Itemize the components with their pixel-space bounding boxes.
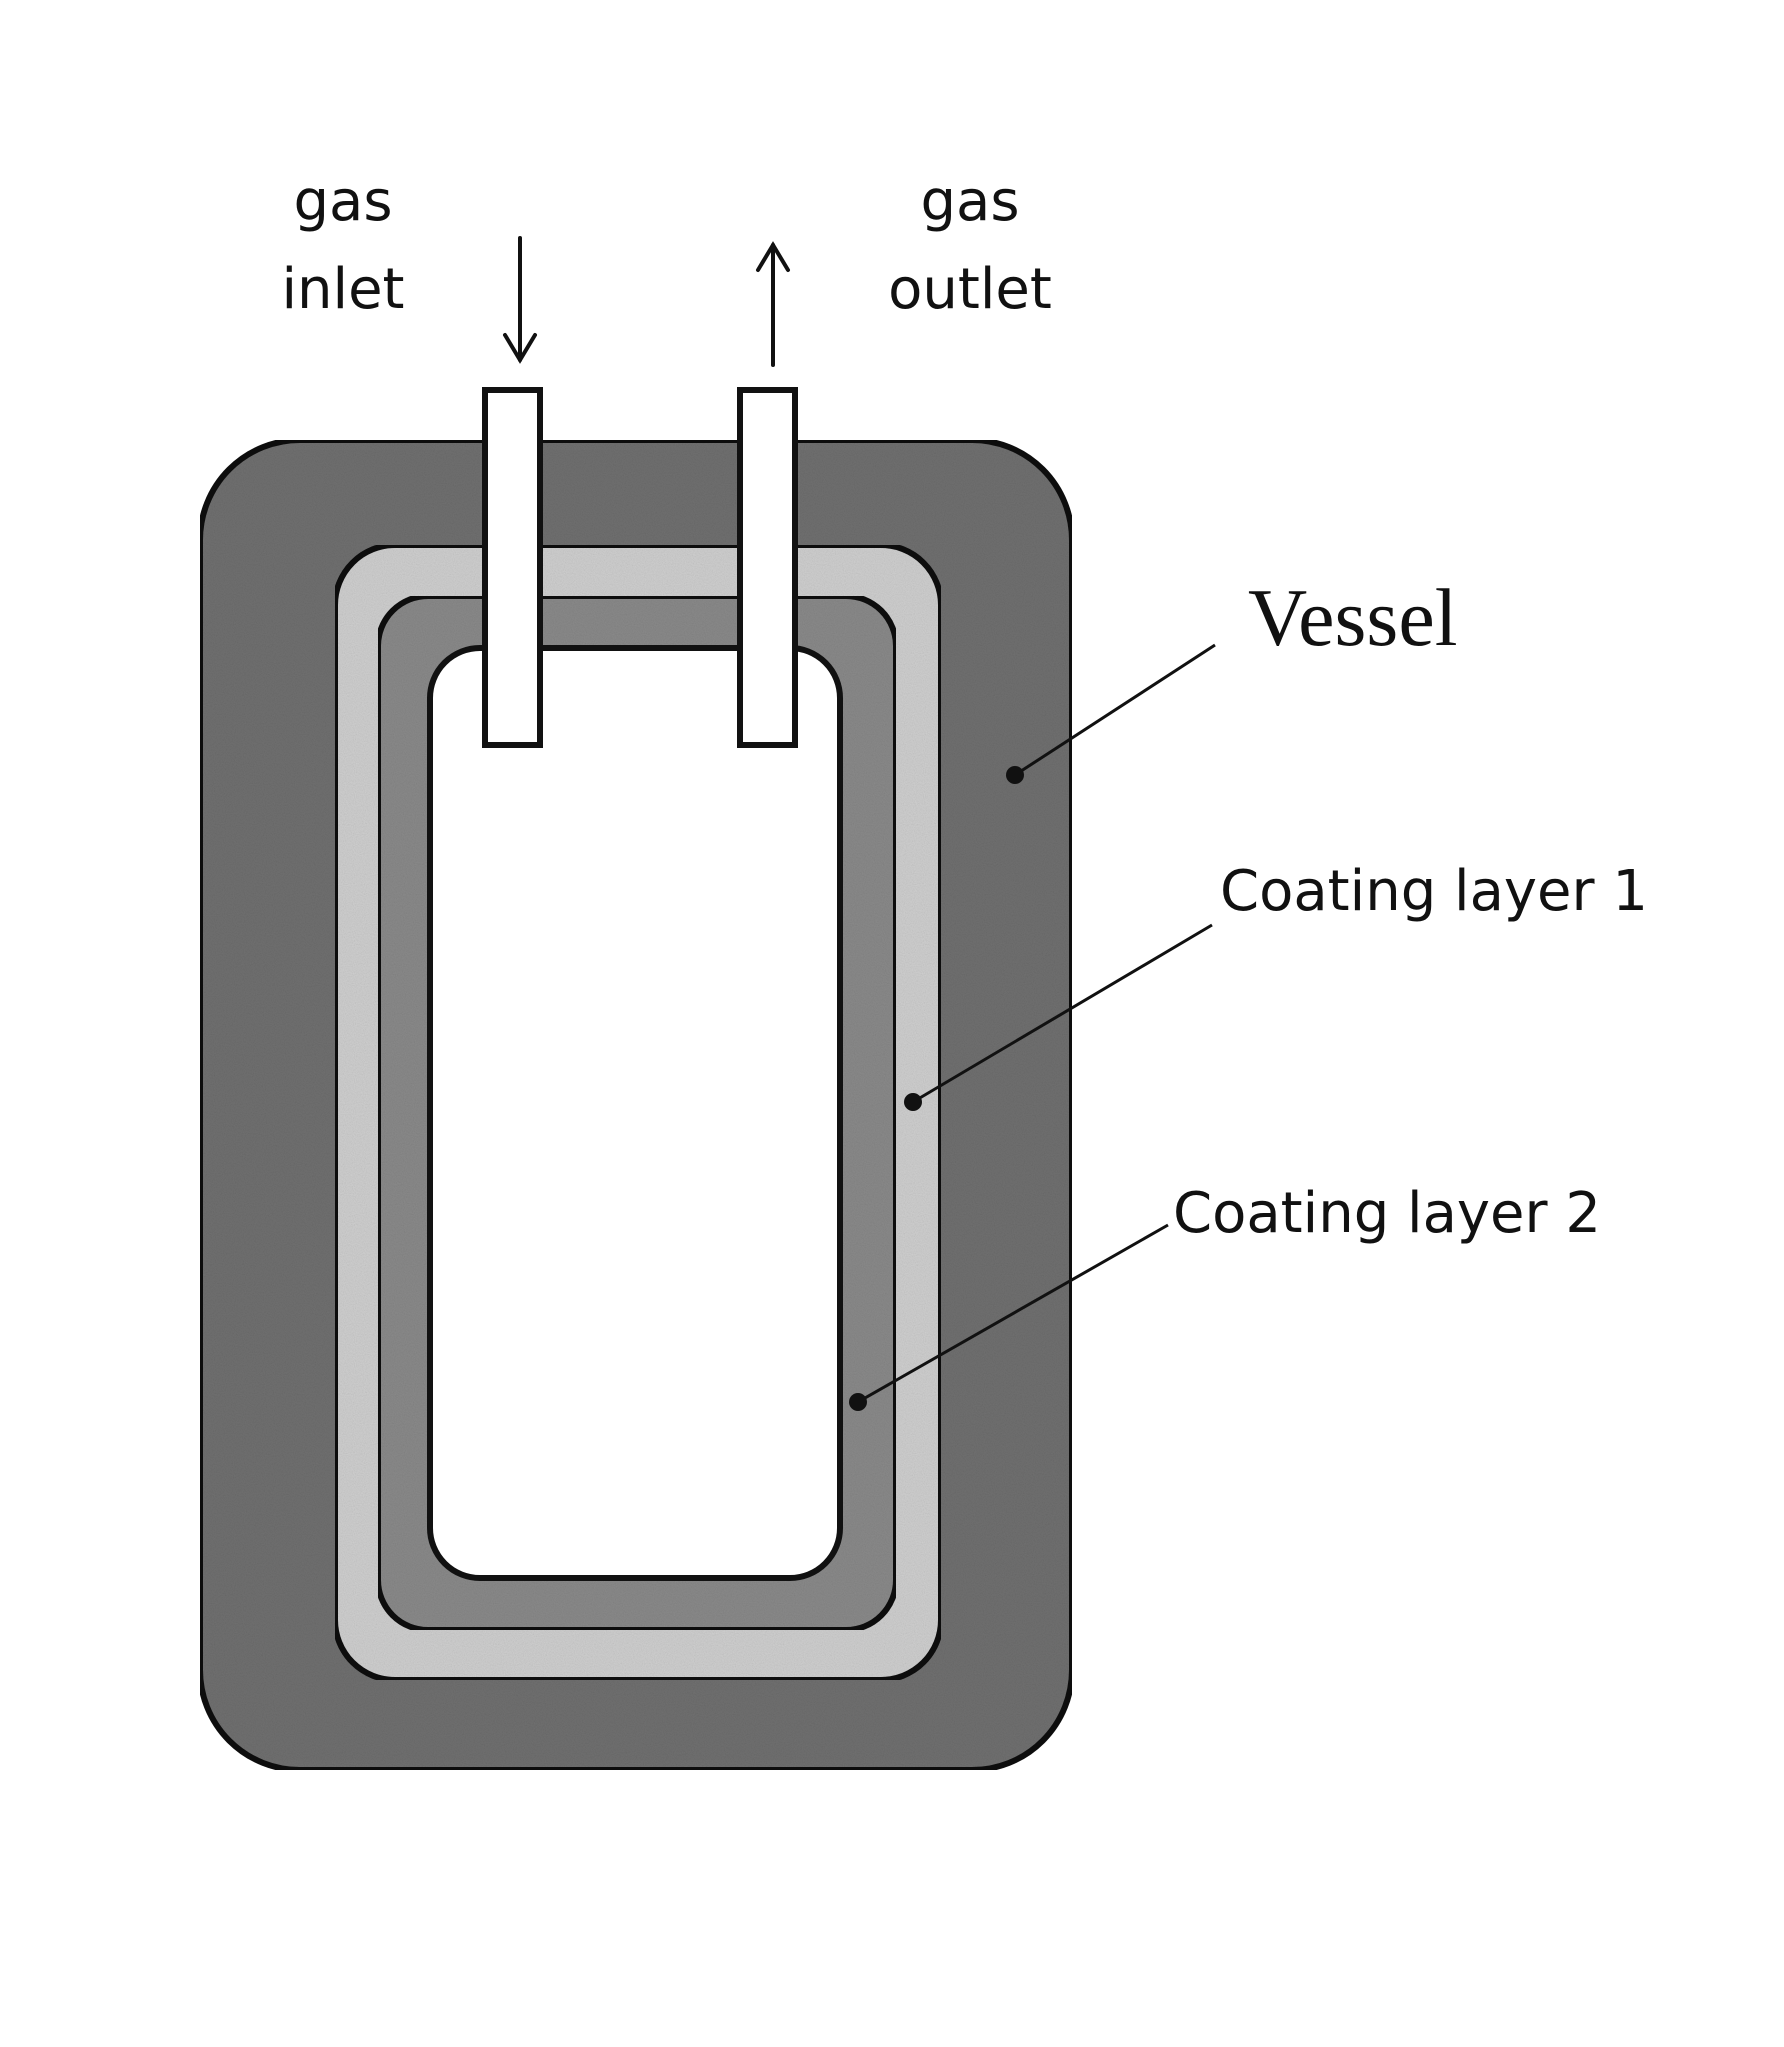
coating-layer-1-label: Coating layer 1	[1220, 859, 1648, 924]
gas-outlet-label-line1: gas	[920, 169, 1019, 234]
gas-inlet-label-line1: gas	[293, 169, 392, 234]
vessel-label: Vessel	[1248, 572, 1458, 663]
coating-layer-2-label: Coating layer 2	[1173, 1181, 1601, 1246]
coating-layer-2-pointer-dot	[849, 1393, 867, 1411]
vessel-interior	[430, 648, 840, 1578]
coating-layer-1-pointer-dot	[904, 1093, 922, 1111]
gas-outlet-label-line2: outlet	[888, 257, 1052, 322]
arrow-down-icon	[505, 238, 535, 360]
gas-inlet-tube	[485, 390, 540, 745]
vessel-pointer-dot	[1006, 766, 1024, 784]
gas-outlet-tube	[740, 390, 795, 745]
gas-inlet-label-line2: inlet	[281, 257, 404, 322]
arrow-up-icon	[758, 245, 788, 365]
